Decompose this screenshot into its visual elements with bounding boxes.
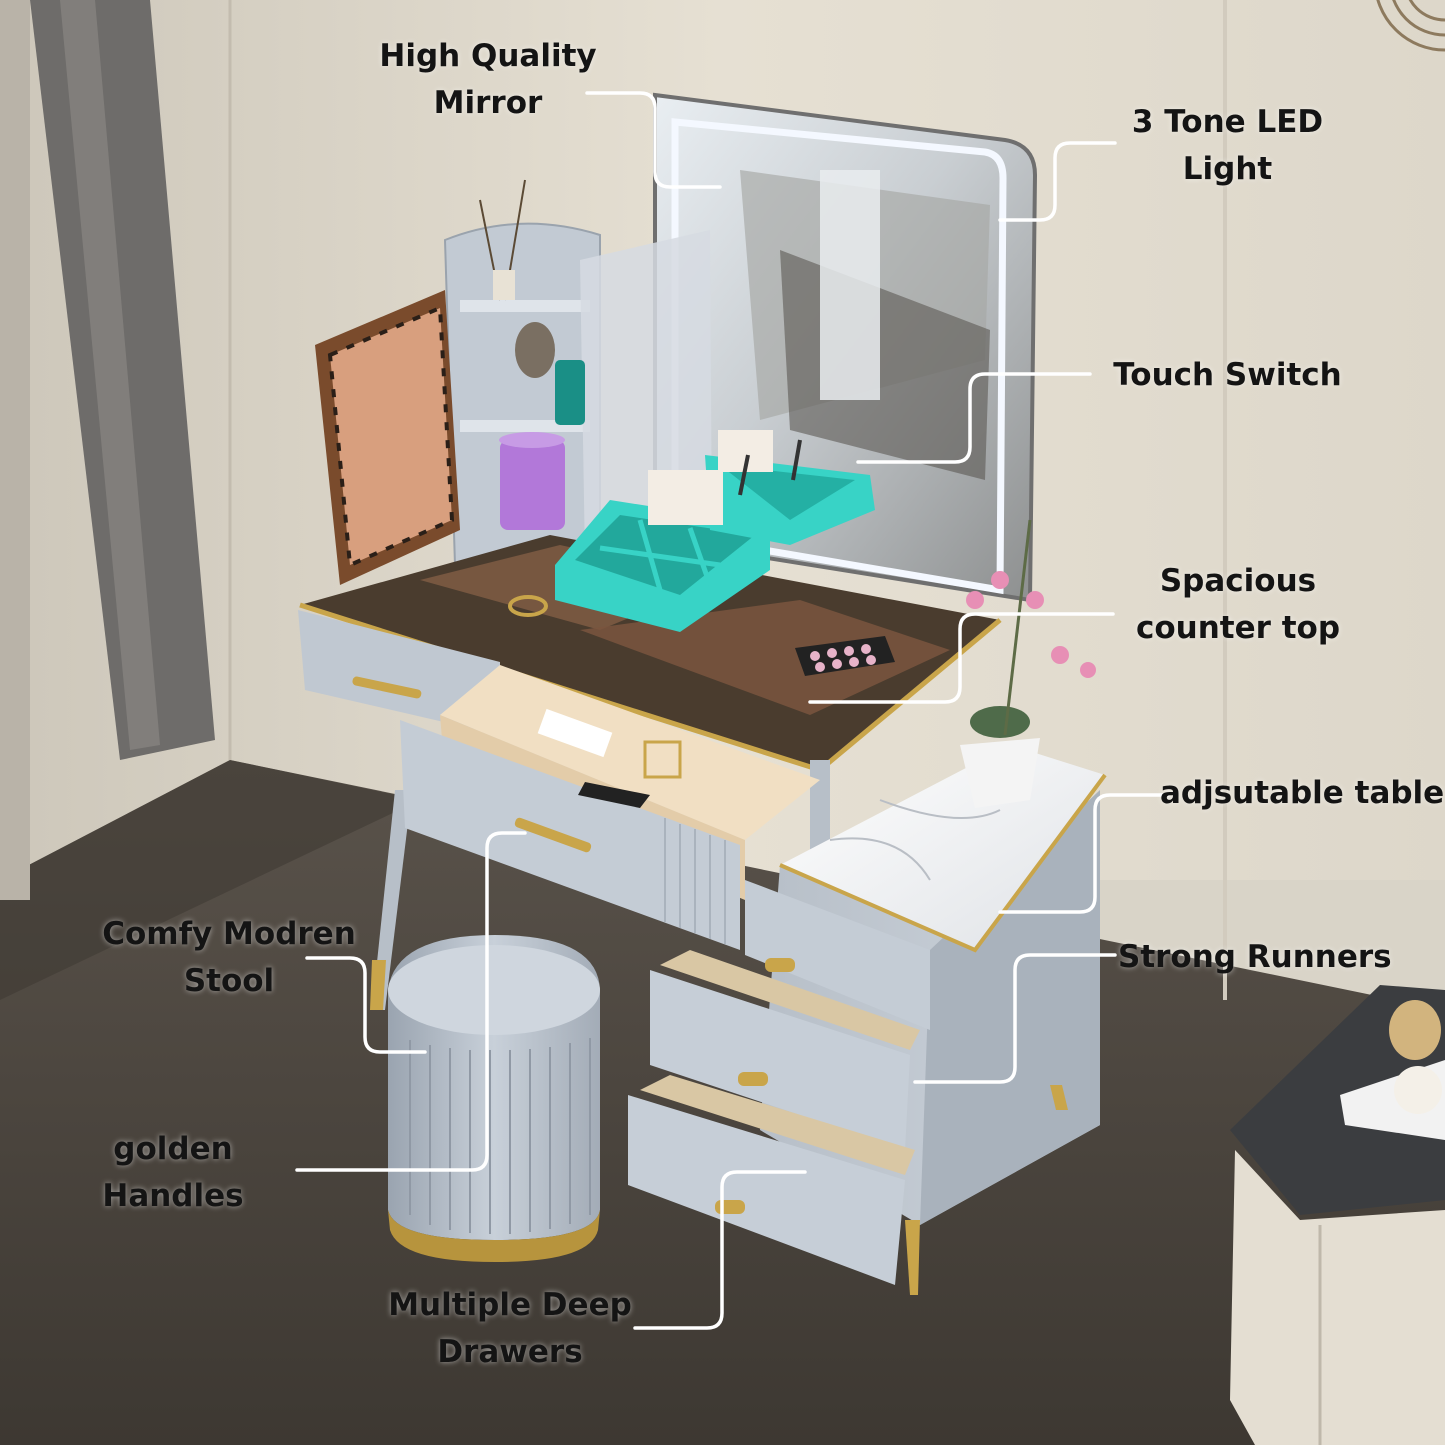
leader-mirror xyxy=(585,91,722,189)
leader-led xyxy=(998,141,1117,222)
callout-drawers-line2: Drawers xyxy=(437,1334,583,1370)
callout-stool-line1: Comfy Modren xyxy=(102,916,356,952)
callout-drawers-line1: Multiple Deep xyxy=(388,1287,632,1323)
callout-adjustable-table: adjsutable table xyxy=(1160,770,1445,817)
callout-golden-handles: golden Handles xyxy=(88,1126,258,1220)
callout-touch-switch: Touch Switch xyxy=(1100,352,1355,399)
callout-spacious-counter-top: Spacious counter top xyxy=(1118,558,1358,652)
callout-stool-line2: Stool xyxy=(183,963,275,999)
makeup-organizer xyxy=(555,430,875,632)
callout-comfy-modern-stool: Comfy Modren Stool xyxy=(98,911,360,1005)
open-drawer xyxy=(400,665,820,950)
leader-handles xyxy=(295,831,527,1172)
led-light-strip xyxy=(671,118,1007,595)
callout-led-line1: 3 Tone LED xyxy=(1131,104,1324,140)
floor-corner-shadow xyxy=(0,760,420,1000)
callout-mirror-line2: Mirror xyxy=(433,85,543,121)
callout-3-tone-led-light: 3 Tone LED Light xyxy=(1110,99,1345,193)
leader-drawers xyxy=(633,1170,807,1330)
callout-table-line1: adjsutable table xyxy=(1160,775,1445,811)
callout-multiple-deep-drawers: Multiple Deep Drawers xyxy=(380,1282,640,1376)
callout-counter-line1: Spacious xyxy=(1159,563,1317,599)
callout-handles-line2: Handles xyxy=(102,1178,244,1214)
flip-mirror-door xyxy=(315,290,460,585)
callout-mirror-line1: High Quality xyxy=(379,38,597,74)
leader-stool xyxy=(305,956,427,1054)
nightstand xyxy=(1230,985,1445,1445)
callout-counter-line2: counter top xyxy=(1135,610,1341,646)
leader-counter xyxy=(808,612,1115,704)
window-frame xyxy=(0,0,30,900)
callout-runners-line1: Strong Runners xyxy=(1118,939,1392,975)
leader-runners xyxy=(913,953,1117,1084)
callout-led-line2: Light xyxy=(1182,151,1273,187)
leader-table xyxy=(998,793,1170,914)
orchid-plant xyxy=(960,519,1096,808)
mirror xyxy=(653,92,1038,603)
callout-leader-lines xyxy=(295,91,1170,1330)
stool xyxy=(388,935,600,1262)
callout-high-quality-mirror: High Quality Mirror xyxy=(368,33,608,127)
leader-touch xyxy=(856,372,1092,464)
callout-touch-line1: Touch Switch xyxy=(1113,357,1342,393)
callout-strong-runners: Strong Runners xyxy=(1118,934,1392,981)
callout-handles-line1: golden xyxy=(113,1131,233,1167)
